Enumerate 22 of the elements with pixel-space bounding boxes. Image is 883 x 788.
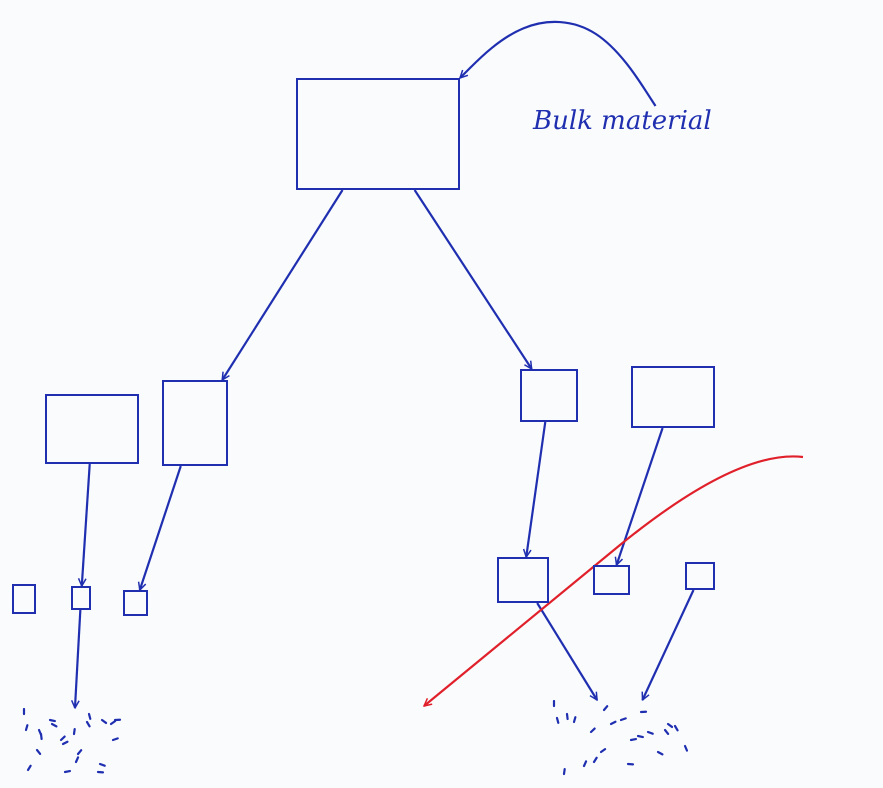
arrow <box>78 464 91 587</box>
arrow <box>536 602 598 701</box>
arrow <box>70 610 82 709</box>
empty-box <box>520 369 578 422</box>
arrow <box>641 590 694 701</box>
arrow <box>614 428 664 566</box>
empty-box <box>162 380 228 466</box>
arrow <box>221 189 344 381</box>
arrow <box>459 20 656 107</box>
arrow <box>138 466 182 591</box>
empty-box <box>45 394 139 464</box>
empty-box <box>685 562 715 590</box>
arrow <box>522 422 546 558</box>
empty-box <box>12 584 36 614</box>
arrow <box>414 189 533 370</box>
handwritten-label: Bulk material <box>533 106 778 148</box>
empty-box <box>593 565 630 595</box>
empty-box <box>296 78 460 190</box>
empty-box <box>631 366 715 428</box>
empty-box <box>123 590 148 616</box>
empty-box <box>497 557 549 603</box>
empty-box <box>71 586 91 610</box>
